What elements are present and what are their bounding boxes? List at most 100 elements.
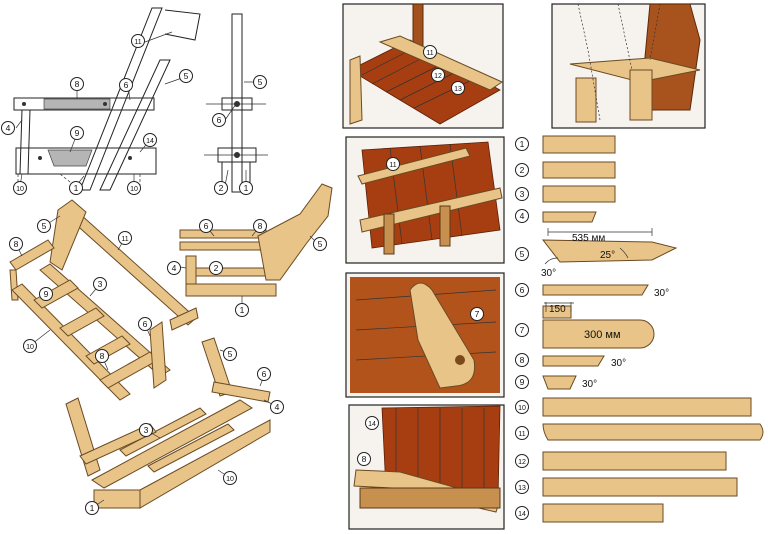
part-marker-circle — [214, 181, 228, 195]
part-marker-number: 6 — [520, 285, 525, 295]
part-marker-number: 1 — [74, 183, 79, 193]
part-marker-circle — [70, 77, 84, 91]
part-marker-11: 11 — [386, 157, 400, 171]
part-marker-number: 11 — [518, 431, 525, 438]
part-marker-14: 14 — [515, 506, 529, 520]
dim-angle-30-part5: 30° — [541, 268, 556, 279]
part-marker-13: 13 — [515, 480, 529, 494]
part-marker-number: 8 — [14, 239, 19, 249]
part-marker-5: 5 — [37, 219, 51, 233]
part-marker-circle — [470, 307, 484, 321]
part-marker-number: 5 — [520, 249, 525, 259]
part-marker-circle — [223, 471, 237, 485]
part-marker-circle — [179, 69, 193, 83]
part-marker-6: 6 — [199, 219, 213, 233]
part-marker-number: 8 — [75, 79, 80, 89]
part-marker-1: 1 — [515, 137, 529, 151]
part-marker-circle — [423, 45, 437, 59]
part-marker-4: 4 — [1, 121, 15, 135]
part-marker-13: 13 — [451, 81, 465, 95]
part-marker-number: 9 — [44, 289, 49, 299]
part-marker-circle — [85, 501, 99, 515]
part-marker-8: 8 — [70, 77, 84, 91]
part-marker-10: 10 — [127, 181, 141, 195]
part-marker-11: 11 — [515, 426, 529, 440]
part-marker-number: 6 — [124, 80, 129, 90]
dim-angle-30-part8: 30° — [611, 358, 626, 369]
part-marker-circle — [235, 303, 249, 317]
part-marker-number: 10 — [26, 344, 34, 351]
part-marker-circle — [365, 416, 379, 430]
part-marker-number: 10 — [226, 476, 234, 483]
photo-seat-frame — [345, 136, 505, 264]
part-marker-circle — [9, 237, 23, 251]
part-marker-circle — [270, 400, 284, 414]
part-marker-circle — [167, 261, 181, 275]
part-marker-2: 2 — [214, 181, 228, 195]
part-marker-14: 14 — [365, 416, 379, 430]
part-marker-circle — [515, 323, 529, 337]
part-marker-circle — [138, 317, 152, 331]
dimension-labels: 535 мм 25° 30° 30° 150 300 мм 30° 30° — [541, 233, 669, 390]
part-marker-circle — [37, 219, 51, 233]
part-marker-9: 9 — [70, 126, 84, 140]
part-marker-number: 5 — [318, 239, 323, 249]
part-marker-circle — [313, 237, 327, 251]
part-marker-8: 8 — [515, 353, 529, 367]
part-marker-circle — [515, 137, 529, 151]
part-marker-circle — [386, 157, 400, 171]
part-marker-circle — [515, 375, 529, 389]
part-marker-circle — [357, 452, 371, 466]
part-marker-circle — [515, 187, 529, 201]
part-marker-circle — [143, 133, 157, 147]
part-marker-6: 6 — [138, 317, 152, 331]
part-marker-2: 2 — [209, 261, 223, 275]
part-marker-9: 9 — [39, 287, 53, 301]
part-marker-number: 1 — [244, 183, 249, 193]
dim-angle-25: 25° — [600, 250, 615, 261]
part-marker-number: 9 — [520, 377, 525, 387]
part-marker-10: 10 — [23, 339, 37, 353]
part-marker-circle — [431, 68, 445, 82]
part-marker-number: 7 — [475, 309, 480, 319]
part-marker-6: 6 — [212, 113, 226, 127]
part-marker-number: 3 — [98, 279, 103, 289]
part-marker-circle — [223, 347, 237, 361]
dim-length-535: 535 мм — [572, 233, 605, 244]
part-marker-number: 4 — [275, 402, 280, 412]
part-marker-6: 6 — [119, 78, 133, 92]
part-marker-number: 1 — [240, 305, 245, 315]
part-marker-4: 4 — [515, 209, 529, 223]
part-marker-number: 5 — [42, 221, 47, 231]
exploded-seat-frame — [9, 199, 199, 401]
part-marker-number: 4 — [172, 263, 177, 273]
part-marker-number: 5 — [228, 349, 233, 359]
dim-150: 150 — [549, 304, 566, 315]
part-marker-number: 10 — [518, 405, 526, 412]
part-marker-3: 3 — [139, 423, 153, 437]
part-marker-number: 14 — [518, 511, 526, 518]
side-panel-exploded — [179, 183, 333, 297]
part-marker-9: 9 — [515, 375, 529, 389]
dim-300: 300 мм — [584, 329, 621, 341]
part-marker-circle — [199, 219, 213, 233]
part-marker-1: 1 — [239, 181, 253, 195]
part-marker-circle — [139, 423, 153, 437]
part-marker-circle — [239, 181, 253, 195]
part-marker-number: 7 — [520, 325, 525, 335]
part-marker-circle — [515, 400, 529, 414]
part-marker-circle — [1, 121, 15, 135]
assembled-seat — [65, 337, 271, 509]
part-marker-circle — [209, 261, 223, 275]
part-marker-circle — [515, 209, 529, 223]
part-marker-number: 11 — [134, 39, 141, 46]
part-marker-circle — [515, 506, 529, 520]
photo-hanging-swing — [551, 3, 706, 129]
part-marker-number: 13 — [518, 485, 526, 492]
part-marker-circle — [13, 181, 27, 195]
part-marker-1: 1 — [235, 303, 249, 317]
part-marker-circle — [70, 126, 84, 140]
part-marker-5: 5 — [313, 237, 327, 251]
part-marker-circle — [257, 367, 271, 381]
